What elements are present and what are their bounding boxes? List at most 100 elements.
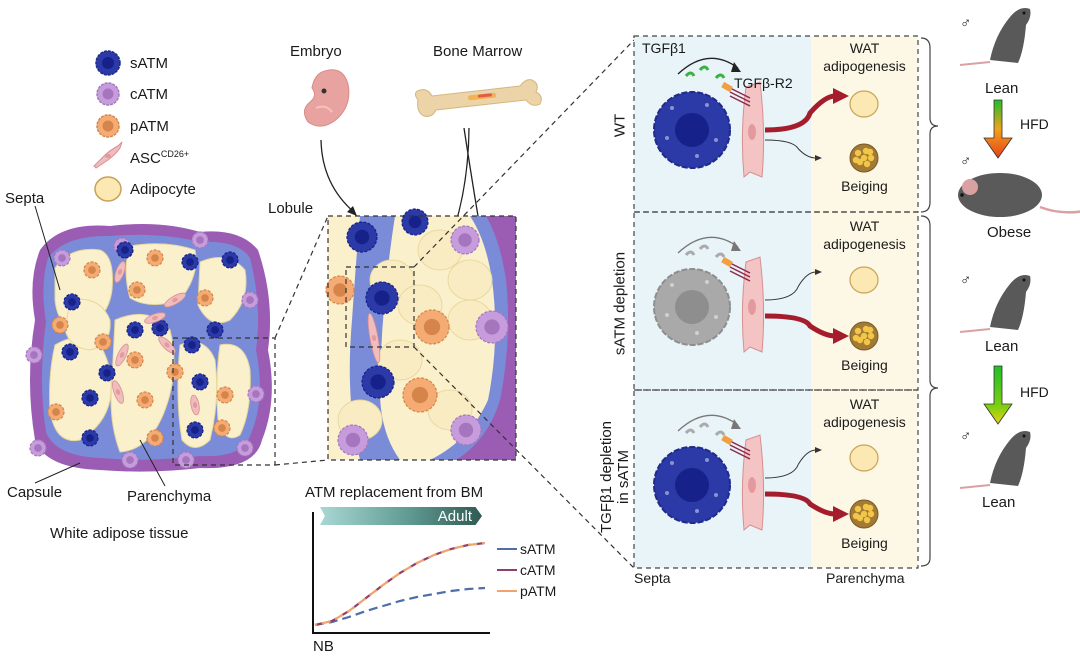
capsule-label: Capsule: [7, 484, 63, 501]
patm-cell: [402, 377, 438, 413]
zoom-connector-line: [274, 215, 329, 339]
patm-cell: [216, 386, 234, 404]
patm-cell: [146, 429, 164, 447]
satm-adipogenesis-label: adipogenesis: [823, 236, 906, 252]
hfd-label: HFD: [1020, 384, 1049, 400]
patm-cell: [196, 289, 214, 307]
patm-cell: [47, 403, 65, 421]
panel-cells: [653, 57, 879, 531]
patm-cell: [83, 261, 101, 279]
catm-cell: [25, 346, 43, 364]
hfd-arrow-obese: [983, 99, 1013, 159]
satm-cell: [361, 365, 395, 399]
patm-cell: [128, 281, 146, 299]
satm-cell: [186, 421, 204, 439]
lean-mouse-icon: [959, 275, 1031, 333]
lobule-label: Lobule: [268, 200, 314, 217]
satm-cell: [181, 253, 199, 271]
tgfb1-label: TGFβ1: [642, 40, 686, 56]
catm-cell: [121, 451, 139, 469]
tissue-caption: White adipose tissue: [50, 525, 189, 542]
asc-legend-icon: [93, 141, 123, 169]
satm-cell: [346, 221, 378, 253]
lobule-capsule-band: [430, 216, 516, 460]
septa-pointer-line: [34, 205, 61, 291]
tgfb1-beiging-label: Beiging: [841, 535, 888, 551]
embryo-arrowhead: [347, 206, 357, 216]
panel-connector-line: [413, 39, 635, 268]
legend-label-patm: pATM: [130, 118, 169, 135]
patm-cell: [213, 419, 231, 437]
catm-cell: [247, 385, 265, 403]
brace-wt: [920, 37, 939, 213]
series-line-patm: [314, 541, 486, 627]
series-line-satm: [314, 586, 486, 627]
chart-legend-label-catm: cATM: [520, 562, 556, 578]
weak-arrow-beiging: [764, 139, 822, 161]
asc-cd26-cell: [721, 434, 765, 531]
tgfb1-signal-icon: [677, 57, 741, 80]
beige-adipocyte-icon: [849, 143, 879, 173]
catm-cell: [191, 231, 209, 249]
strong-arrow-adipogenesis: [764, 88, 849, 133]
catm-cell: [450, 414, 482, 446]
satm-macrophage: [653, 446, 731, 524]
panel-parenchyma-label: Parenchyma: [826, 570, 905, 586]
patm-cell: [94, 333, 112, 351]
white-adipocyte-icon: [849, 266, 879, 294]
weak-arrow-adipogenesis: [764, 447, 822, 479]
adipocyte-cell: [447, 259, 493, 301]
lean-mouse-icon: [959, 8, 1031, 66]
satm-cell: [61, 343, 79, 361]
satm-cell: [126, 321, 144, 339]
tgfb-r2-receptor-icon: [721, 81, 751, 107]
catm-legend-icon: [96, 82, 120, 106]
weak-arrow-adipogenesis: [764, 269, 822, 301]
legend-label-catm: cATM: [130, 86, 169, 103]
male-symbol: ♂: [960, 428, 972, 445]
tissue-zoom-box: [172, 337, 276, 466]
asc-cell: [158, 336, 176, 354]
parenchyma-pointer-line: [139, 439, 166, 487]
embryo-label: Embryo: [290, 43, 342, 60]
asc-cell: [144, 312, 166, 324]
wt-wat-label: WAT: [849, 40, 880, 56]
tgfb1-signal-absent-icon: [677, 236, 741, 259]
satm-cell: [365, 281, 399, 315]
satm-cell: [151, 319, 169, 337]
patm-cell: [136, 391, 154, 409]
catm-cell: [241, 291, 259, 309]
patm-legend-icon: [96, 114, 120, 138]
chart-legend: [497, 548, 517, 592]
catm-cell: [236, 439, 254, 457]
panel-tgfb1-depletion-border: [633, 389, 919, 569]
white-adipocyte-icon: [849, 90, 879, 118]
catm-cell: [450, 225, 480, 255]
strong-arrow-beiging: [764, 491, 849, 522]
asc-cd26-cell: [721, 256, 765, 353]
mouse-lean-label: Lean: [985, 80, 1019, 97]
lobule-dashed-border: [327, 215, 517, 461]
adult-phase-label: Adult: [437, 508, 472, 525]
lobule-capsule-outer: [456, 216, 516, 460]
catm-cell: [53, 249, 71, 267]
tgfb1-wat-label: WAT: [849, 396, 880, 412]
embryo-icon: [304, 69, 350, 127]
chart-legend-label-patm: pATM: [520, 583, 557, 599]
strong-arrow-beiging: [764, 313, 849, 344]
depleted-satm-macrophage: [653, 268, 731, 346]
catm-cell: [29, 439, 47, 457]
panel-wt-border: [633, 35, 919, 213]
asc-cell: [367, 312, 381, 364]
satm-cell: [206, 321, 224, 339]
asc-cell: [114, 261, 126, 283]
tgfb-r2-label: TGFβ-R2: [734, 75, 793, 91]
satm-cell: [116, 241, 134, 259]
satm-wat-label: WAT: [849, 218, 880, 234]
male-symbol: ♂: [960, 272, 972, 289]
